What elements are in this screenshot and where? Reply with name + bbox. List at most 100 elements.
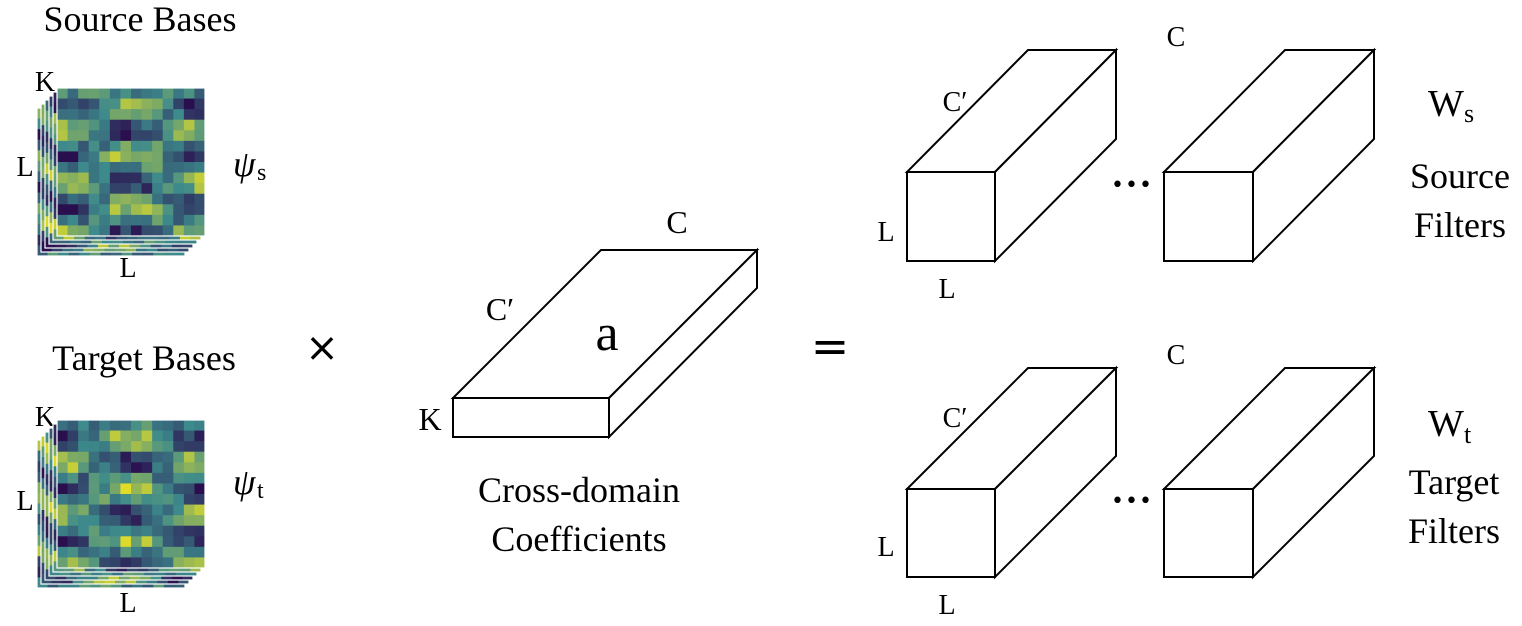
heatmap-cell bbox=[183, 162, 195, 173]
heatmap-cell bbox=[152, 214, 164, 226]
heatmap-cell bbox=[141, 193, 153, 205]
heatmap-cell bbox=[78, 119, 90, 131]
heatmap-cell bbox=[109, 536, 121, 548]
target-filters-dim-c: C bbox=[1167, 340, 1186, 371]
heatmap-cell bbox=[120, 430, 132, 442]
heatmap-cell bbox=[131, 525, 142, 537]
heatmap-cell bbox=[183, 140, 195, 152]
heatmap-cell bbox=[88, 504, 100, 516]
coefficient-dim-k: K bbox=[418, 401, 441, 437]
heatmap-cell bbox=[67, 420, 79, 431]
heatmap-cell bbox=[120, 451, 132, 463]
source-filters-w-subscript: s bbox=[1464, 99, 1474, 128]
source-bases-psi-subscript: s bbox=[257, 160, 266, 186]
heatmap-cell bbox=[162, 451, 174, 463]
heatmap-cell bbox=[131, 109, 142, 121]
heatmap-cell bbox=[162, 441, 174, 453]
heatmap-cell bbox=[131, 462, 142, 474]
heatmap-cell bbox=[99, 193, 111, 205]
heatmap-cell bbox=[173, 462, 185, 474]
heatmap-cell bbox=[162, 183, 174, 195]
heatmap-cell bbox=[152, 140, 164, 152]
source-filters-dim-c: C bbox=[1167, 22, 1186, 53]
heatmap-cell bbox=[99, 462, 111, 474]
heatmap-cell bbox=[131, 88, 142, 99]
heatmap-cell bbox=[141, 119, 153, 131]
heatmap-cell bbox=[141, 430, 153, 442]
heatmap-cell bbox=[120, 225, 132, 237]
heatmap-cell bbox=[194, 98, 206, 110]
heatmap-cell bbox=[152, 462, 164, 474]
coefficient-tensor: a C C′ K Cross-domain Coefficients bbox=[418, 204, 760, 559]
heatmap-cell bbox=[99, 557, 111, 569]
target-filters-label-line1: Target bbox=[1409, 462, 1500, 502]
heatmap-cell bbox=[67, 557, 79, 569]
heatmap-cell bbox=[109, 119, 121, 131]
heatmap-cell bbox=[78, 130, 90, 142]
heatmap-cell bbox=[194, 225, 206, 237]
heatmap-cell bbox=[99, 162, 111, 173]
target-filters-w-symbol: W bbox=[1428, 403, 1464, 445]
source-bases-psi-symbol: ψ bbox=[233, 144, 256, 184]
heatmap-cell bbox=[152, 441, 164, 453]
heatmap-cell bbox=[141, 140, 153, 152]
heatmap-cell bbox=[183, 420, 195, 431]
heatmap-cell bbox=[67, 193, 79, 205]
heatmap-cell bbox=[88, 109, 100, 121]
heatmap-cell bbox=[99, 472, 111, 484]
heatmap-cell bbox=[99, 119, 111, 131]
heatmap-cell bbox=[109, 451, 121, 463]
heatmap-cell bbox=[173, 162, 185, 173]
heatmap-cell bbox=[131, 130, 142, 142]
heatmap-cell bbox=[57, 98, 68, 110]
heatmap-cell bbox=[183, 151, 195, 163]
heatmap-cell bbox=[183, 515, 195, 527]
heatmap-cell bbox=[78, 88, 90, 99]
heatmap-cell bbox=[57, 193, 68, 205]
heatmap-cell bbox=[78, 109, 90, 121]
heatmap-cell bbox=[99, 109, 111, 121]
heatmap-cell bbox=[162, 204, 174, 216]
target-filters-ellipsis: ••• bbox=[1111, 489, 1153, 514]
heatmap-cell bbox=[141, 525, 153, 537]
heatmap-cell bbox=[57, 420, 68, 431]
heatmap-cell bbox=[131, 472, 142, 484]
heatmap-cell bbox=[152, 430, 164, 442]
heatmap-cell bbox=[120, 557, 132, 569]
heatmap-cell bbox=[183, 172, 195, 184]
heatmap-cell bbox=[67, 109, 79, 121]
heatmap-cell bbox=[131, 214, 142, 226]
heatmap-cell bbox=[152, 472, 164, 484]
heatmap-cell bbox=[67, 172, 79, 184]
heatmap-cell bbox=[88, 420, 100, 431]
heatmap-cell bbox=[152, 451, 164, 463]
heatmap-cell bbox=[183, 462, 195, 474]
source-bases-dim-l-width: L bbox=[119, 253, 136, 284]
heatmap-cell bbox=[99, 451, 111, 463]
source-bases-stack bbox=[36, 87, 206, 257]
heatmap-cell bbox=[131, 483, 142, 495]
heatmap-cell bbox=[131, 494, 142, 505]
heatmap-cell bbox=[109, 98, 121, 110]
heatmap-cell bbox=[162, 515, 174, 527]
heatmap-cell bbox=[57, 140, 68, 152]
heatmap-cell bbox=[173, 483, 185, 495]
heatmap-cell bbox=[109, 420, 121, 431]
heatmap-cell bbox=[173, 214, 185, 226]
heatmap-cell bbox=[78, 504, 90, 516]
heatmap-cell bbox=[141, 536, 153, 548]
heatmap-cell bbox=[88, 183, 100, 195]
heatmap-cell bbox=[109, 162, 121, 173]
heatmap-cell bbox=[67, 140, 79, 152]
heatmap-cell bbox=[99, 430, 111, 442]
heatmap-cell bbox=[173, 420, 185, 431]
heatmap-cell bbox=[99, 494, 111, 505]
heatmap-cell bbox=[173, 494, 185, 505]
heatmap-cell bbox=[152, 483, 164, 495]
heatmap-cell bbox=[141, 151, 153, 163]
heatmap-cell bbox=[120, 162, 132, 173]
heatmap-cell bbox=[99, 214, 111, 226]
heatmap-cell bbox=[109, 472, 121, 484]
heatmap-cell bbox=[152, 119, 164, 131]
heatmap-cell bbox=[152, 193, 164, 205]
